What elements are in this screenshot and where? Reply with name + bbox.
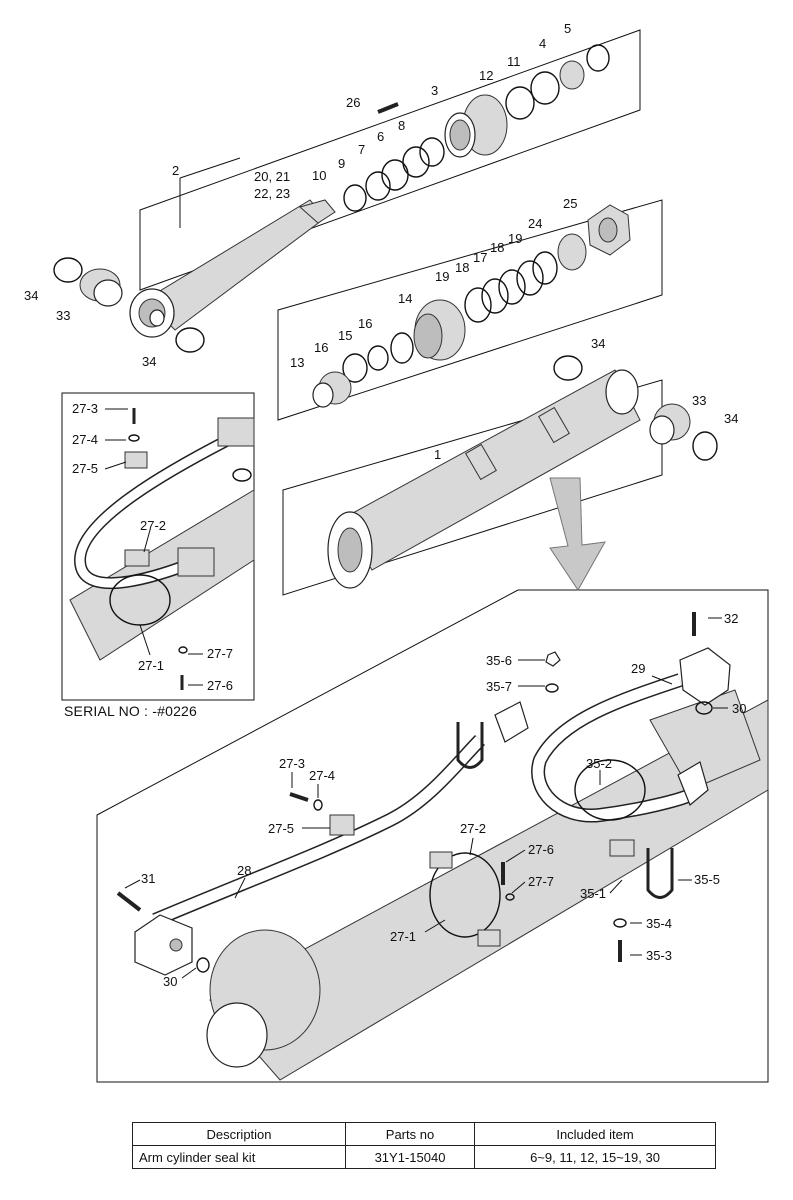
table-header-row: Description Parts no Included item xyxy=(132,1122,716,1146)
callout-labels: 2 3 4 5 8 11 12 26 6 7 9 10 20, 21 22, 2… xyxy=(24,21,746,989)
serial-number-note: SERIAL NO : -#0226 xyxy=(64,703,198,719)
detail-callout-27-5: 27-5 xyxy=(268,821,294,836)
detail-callout-31: 31 xyxy=(141,871,155,886)
detail-arrow xyxy=(549,477,606,591)
callout-26: 26 xyxy=(346,95,360,110)
detail-fasteners xyxy=(116,612,713,973)
detail-callout-27-3: 27-3 xyxy=(279,756,305,771)
cylinder-tube-1 xyxy=(327,369,641,589)
detail-pipe-28 xyxy=(134,701,529,976)
cell-description: Arm cylinder seal kit xyxy=(132,1145,346,1169)
rod-cover-3 xyxy=(444,94,508,158)
callout-2: 2 xyxy=(172,163,179,178)
rod-seals xyxy=(343,44,610,212)
detail-callout-35-6: 35-6 xyxy=(486,653,512,668)
detail-callout-27-2: 27-2 xyxy=(460,821,486,836)
callout-24: 24 xyxy=(528,216,542,231)
callout-14: 14 xyxy=(398,291,412,306)
rod-group-frame xyxy=(139,29,641,291)
callout-1: 1 xyxy=(434,447,441,462)
header-parts-no: Parts no xyxy=(345,1122,475,1146)
callout-34-c: 34 xyxy=(591,336,605,351)
callout-5: 5 xyxy=(564,21,571,36)
callout-7: 7 xyxy=(358,142,365,157)
detail-callout-35-7: 35-7 xyxy=(486,679,512,694)
inset-callout-27-3: 27-3 xyxy=(72,401,98,416)
callout-19-a: 19 xyxy=(508,231,522,246)
callout-25: 25 xyxy=(563,196,577,211)
detail-cylinder xyxy=(206,689,769,1081)
detail-clamps xyxy=(329,759,646,947)
inset-callout-27-1: 27-1 xyxy=(138,658,164,673)
callout-10: 10 xyxy=(312,168,326,183)
bolt-26 xyxy=(377,102,399,114)
callout-8: 8 xyxy=(398,118,405,133)
detail-callout-32: 32 xyxy=(724,611,738,626)
callout-34-d: 34 xyxy=(724,411,738,426)
inset-leaders xyxy=(104,408,203,686)
detail-callout-27-7: 27-7 xyxy=(528,874,554,889)
detail-pipe-29 xyxy=(531,647,731,823)
detail-callout-35-2: 35-2 xyxy=(586,756,612,771)
detail-callout-30-a: 30 xyxy=(732,701,746,716)
callout-4: 4 xyxy=(539,36,546,51)
detail-callout-35-3: 35-3 xyxy=(646,948,672,963)
callout-22-23: 22, 23 xyxy=(254,186,290,201)
detail-callout-29: 29 xyxy=(631,661,645,676)
piston-14 xyxy=(413,299,466,361)
seal-kit-table: Description Parts no Included item Arm c… xyxy=(132,1122,716,1169)
detail-callout-27-6: 27-6 xyxy=(528,842,554,857)
detail-callout-30-b: 30 xyxy=(163,974,177,989)
piston-seals xyxy=(342,233,587,383)
callout-9: 9 xyxy=(338,156,345,171)
inset-callout-27-7: 27-7 xyxy=(207,646,233,661)
callout-19-b: 19 xyxy=(435,269,449,284)
detail-callout-35-4: 35-4 xyxy=(646,916,672,931)
cell-parts-no: 31Y1-15040 xyxy=(345,1145,475,1169)
header-included-item: Included item xyxy=(474,1122,716,1146)
inset-pipe-assembly xyxy=(69,408,255,690)
detail-frame xyxy=(96,589,769,1083)
callout-6: 6 xyxy=(377,129,384,144)
callout-16-b: 16 xyxy=(358,316,372,331)
dust-ring-34-top xyxy=(53,257,83,283)
detail-leaders xyxy=(124,617,728,979)
inset-callout-27-6: 27-6 xyxy=(207,678,233,693)
callout-33-a: 33 xyxy=(56,308,70,323)
header-description: Description xyxy=(132,1122,346,1146)
callout-13: 13 xyxy=(290,355,304,370)
inset-callout-27-2: 27-2 xyxy=(140,518,166,533)
callout-33-b: 33 xyxy=(692,393,706,408)
inset-callout-27-4: 27-4 xyxy=(72,432,98,447)
dust-ring-34-tube-bottom xyxy=(692,431,718,461)
cell-included-item: 6~9, 11, 12, 15~19, 30 xyxy=(474,1145,716,1169)
rod-bushing-33 xyxy=(79,268,123,307)
callout-18-b: 18 xyxy=(455,260,469,275)
bushing-13 xyxy=(312,371,352,408)
table-row: Arm cylinder seal kit 31Y1-15040 6~9, 11… xyxy=(132,1145,716,1169)
callout-15: 15 xyxy=(338,328,352,343)
callout-34-b: 34 xyxy=(142,354,156,369)
callout-11: 11 xyxy=(507,54,521,69)
detail-callout-28: 28 xyxy=(237,863,251,878)
callout-34-a: 34 xyxy=(24,288,38,303)
detail-callout-35-5: 35-5 xyxy=(694,872,720,887)
piston-rod xyxy=(129,199,336,338)
detail-callout-27-4: 27-4 xyxy=(309,768,335,783)
inset-callout-27-5: 27-5 xyxy=(72,461,98,476)
bushing-33-tube xyxy=(649,403,691,445)
callout-16-a: 16 xyxy=(314,340,328,355)
dust-ring-34-tube-top xyxy=(553,355,583,381)
dust-ring-34-bottom xyxy=(175,327,205,353)
callout-3: 3 xyxy=(431,83,438,98)
detail-callout-35-1: 35-1 xyxy=(580,886,606,901)
callout-18-a: 18 xyxy=(490,240,504,255)
callout-17: 17 xyxy=(473,250,487,265)
callout-12: 12 xyxy=(479,68,493,83)
piston-group-frame xyxy=(277,199,663,421)
callout-20-21: 20, 21 xyxy=(254,169,290,184)
detail-callout-27-1: 27-1 xyxy=(390,929,416,944)
nut-25 xyxy=(587,204,631,256)
